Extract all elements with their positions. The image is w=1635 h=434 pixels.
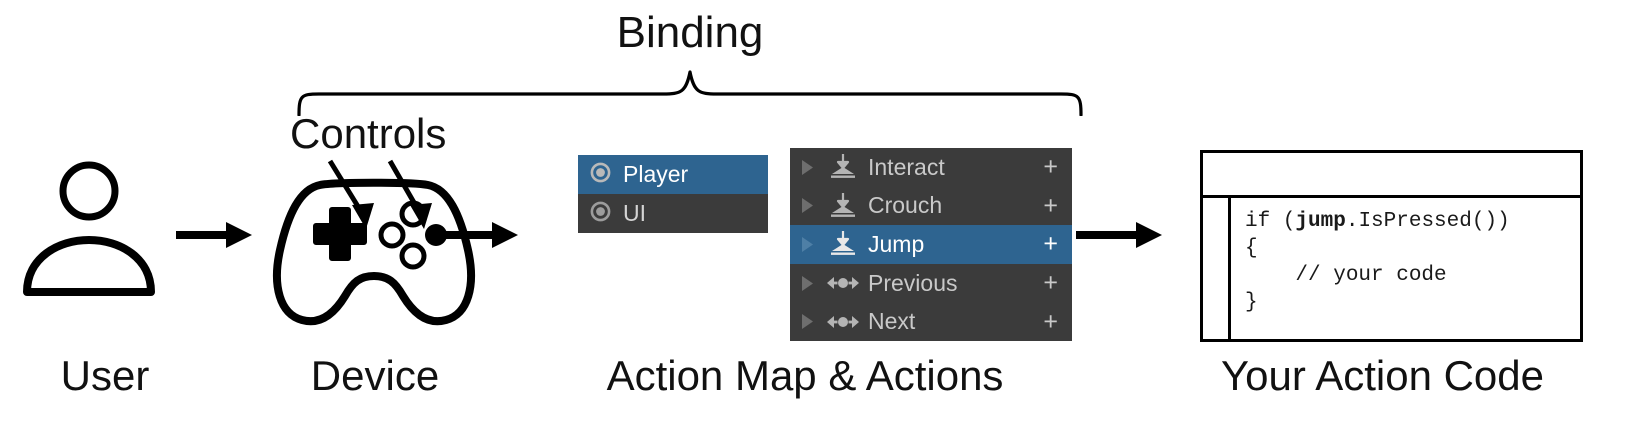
- gamepad-icon: [262, 148, 488, 333]
- action-map-icon: [590, 162, 611, 188]
- action-row-interact[interactable]: Interact +: [790, 148, 1072, 187]
- action-map-icon: [590, 201, 611, 227]
- controls-label: Controls: [290, 110, 447, 157]
- button-action-icon: [824, 231, 862, 257]
- foldout-arrow-icon[interactable]: [790, 159, 824, 176]
- code-window-body: if (jump.IsPressed()) { // your code }: [1203, 198, 1580, 339]
- caption-action-map: Action Map & Actions: [606, 352, 1004, 399]
- button-action-icon: [824, 154, 862, 180]
- arrow-actions-to-code: [1076, 220, 1164, 255]
- code-token-jump: jump: [1295, 210, 1346, 233]
- action-label: Next: [868, 308, 916, 335]
- action-row-crouch[interactable]: Crouch +: [790, 187, 1072, 226]
- code-gutter: [1203, 198, 1231, 339]
- caption-device: Device: [310, 352, 440, 399]
- add-binding-button[interactable]: +: [1043, 307, 1058, 336]
- caption-user: User: [60, 352, 150, 399]
- action-label: Crouch: [868, 192, 943, 219]
- foldout-arrow-icon[interactable]: [790, 236, 824, 253]
- add-binding-button[interactable]: +: [1043, 191, 1058, 220]
- code-window-titlebar: [1203, 153, 1580, 198]
- action-row-previous[interactable]: Previous +: [790, 264, 1072, 303]
- axis-action-icon: [824, 274, 862, 292]
- button-action-icon: [824, 192, 862, 219]
- arrow-device-to-actionmap: [430, 220, 520, 255]
- action-map-item-player[interactable]: Player: [578, 155, 768, 194]
- caption-your-action-code: Your Action Code: [1220, 352, 1545, 399]
- code-editor[interactable]: if (jump.IsPressed()) { // your code }: [1231, 198, 1580, 339]
- action-row-next[interactable]: Next +: [790, 302, 1072, 341]
- action-map-label: Player: [623, 161, 689, 187]
- add-binding-button[interactable]: +: [1043, 229, 1058, 258]
- code-line-4: }: [1245, 291, 1258, 314]
- code-line-3: // your code: [1245, 264, 1447, 287]
- binding-brace: [295, 68, 1085, 121]
- action-label: Jump: [868, 230, 925, 257]
- action-label: Previous: [868, 269, 958, 296]
- code-window: if (jump.IsPressed()) { // your code }: [1200, 150, 1583, 342]
- foldout-arrow-icon[interactable]: [790, 197, 824, 214]
- arrow-user-to-device: [176, 220, 254, 255]
- binding-label: Binding: [616, 8, 764, 57]
- code-line-1-post: .IsPressed()): [1345, 210, 1510, 233]
- actions-panel[interactable]: Interact + Crouch +: [790, 148, 1072, 341]
- action-row-jump[interactable]: Jump +: [790, 225, 1072, 264]
- user-icon: [18, 158, 170, 303]
- foldout-arrow-icon[interactable]: [790, 275, 824, 292]
- axis-action-icon: [824, 313, 862, 331]
- add-binding-button[interactable]: +: [1043, 268, 1058, 297]
- action-map-label: UI: [623, 200, 646, 226]
- code-line-2: {: [1245, 237, 1258, 260]
- action-map-item-ui[interactable]: UI: [578, 194, 768, 233]
- action-map-panel[interactable]: Player UI: [578, 155, 768, 233]
- add-binding-button[interactable]: +: [1043, 152, 1058, 181]
- code-line-1-pre: if (: [1245, 210, 1296, 233]
- foldout-arrow-icon[interactable]: [790, 313, 824, 330]
- action-label: Interact: [868, 153, 945, 180]
